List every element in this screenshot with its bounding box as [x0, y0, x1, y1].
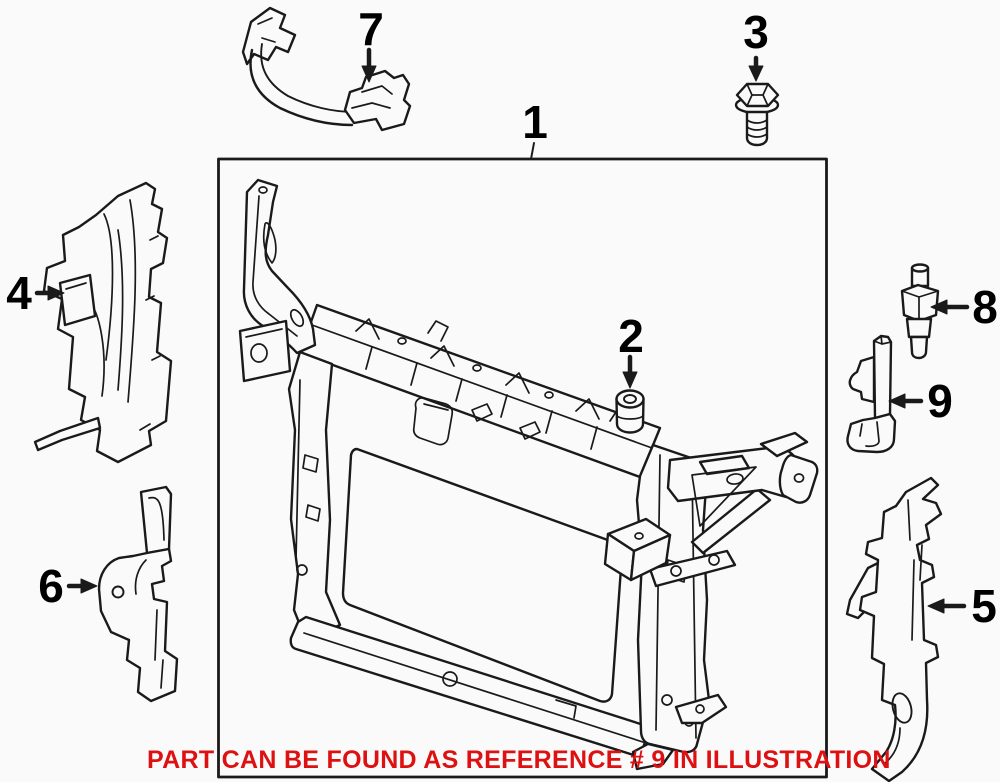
callout-3: 3: [743, 6, 769, 58]
radiator-support-drawing: [238, 178, 819, 771]
callout-2: 2: [618, 310, 644, 362]
part-2-nut-drawing: [615, 389, 645, 434]
callout-7: 7: [358, 3, 384, 55]
callout-5: 5: [971, 580, 997, 632]
part-9-bracket-drawing: [846, 334, 897, 454]
part-5-deflector-drawing: [845, 476, 943, 782]
callout-6: 6: [38, 560, 64, 612]
part-6-bracket-drawing: [97, 485, 179, 703]
part-4-deflector-drawing: [33, 181, 173, 464]
callout-1: 1: [522, 96, 548, 148]
part-8-sensor-drawing: [900, 263, 940, 360]
callout-9: 9: [927, 375, 953, 427]
main-illustration-box: [217, 142, 828, 779]
callout-4: 4: [6, 267, 32, 319]
callout-arrows: [34, 47, 970, 614]
caption-text: PART CAN BE FOUND AS REFERENCE # 9 IN IL…: [147, 746, 891, 774]
callout-8: 8: [972, 281, 998, 333]
part-7-bracket-drawing: [241, 6, 412, 132]
part-3-bolt-drawing: [734, 82, 780, 147]
